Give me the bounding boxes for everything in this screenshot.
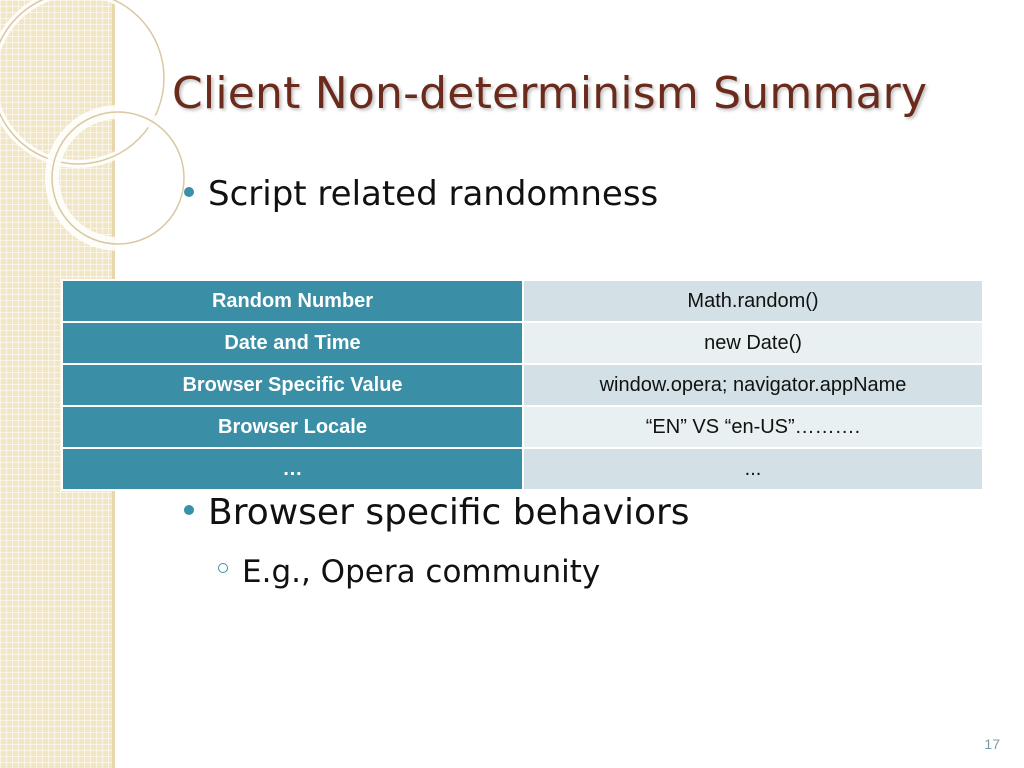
bullet-browser-behaviors: Browser specific behaviors xyxy=(184,492,690,533)
table-value-cell: ... xyxy=(522,447,984,491)
table-row: Date and Time new Date() xyxy=(61,321,984,365)
table-key-cell: Random Number xyxy=(61,279,524,323)
bullet-dot-icon xyxy=(184,505,194,515)
sub-bullet-ring-icon xyxy=(218,562,228,573)
nondeterminism-table: Random Number Math.random() Date and Tim… xyxy=(61,279,984,491)
sub-bullet-text: E.g., Opera community xyxy=(242,554,601,590)
slide-title: Client Non-determinism Summary xyxy=(172,68,928,119)
table-key-cell: Browser Specific Value xyxy=(61,363,524,407)
table-value-cell: Math.random() xyxy=(522,279,984,323)
bullet-text: Script related randomness xyxy=(208,174,659,214)
table-key-cell: Date and Time xyxy=(61,321,524,365)
table-key-cell: … xyxy=(61,447,524,491)
decorative-circles xyxy=(0,0,191,251)
table-value-cell: new Date() xyxy=(522,321,984,365)
bullet-text: Browser specific behaviors xyxy=(208,492,690,533)
slide-number: 17 xyxy=(984,736,1000,752)
table-key-cell: Browser Locale xyxy=(61,405,524,449)
table-row: Browser Locale “EN” VS “en-US”………. xyxy=(61,405,984,449)
bullet-script-randomness: Script related randomness xyxy=(184,174,658,214)
table-row: Random Number Math.random() xyxy=(61,279,984,323)
bullet-dot-icon xyxy=(184,186,194,197)
table-value-cell: window.opera; navigator.appName xyxy=(522,363,984,407)
table-row: Browser Specific Value window.opera; nav… xyxy=(61,363,984,407)
sub-bullet-opera: E.g., Opera community xyxy=(218,554,600,590)
table-row: … ... xyxy=(61,447,984,491)
table-value-cell: “EN” VS “en-US”………. xyxy=(522,405,984,449)
